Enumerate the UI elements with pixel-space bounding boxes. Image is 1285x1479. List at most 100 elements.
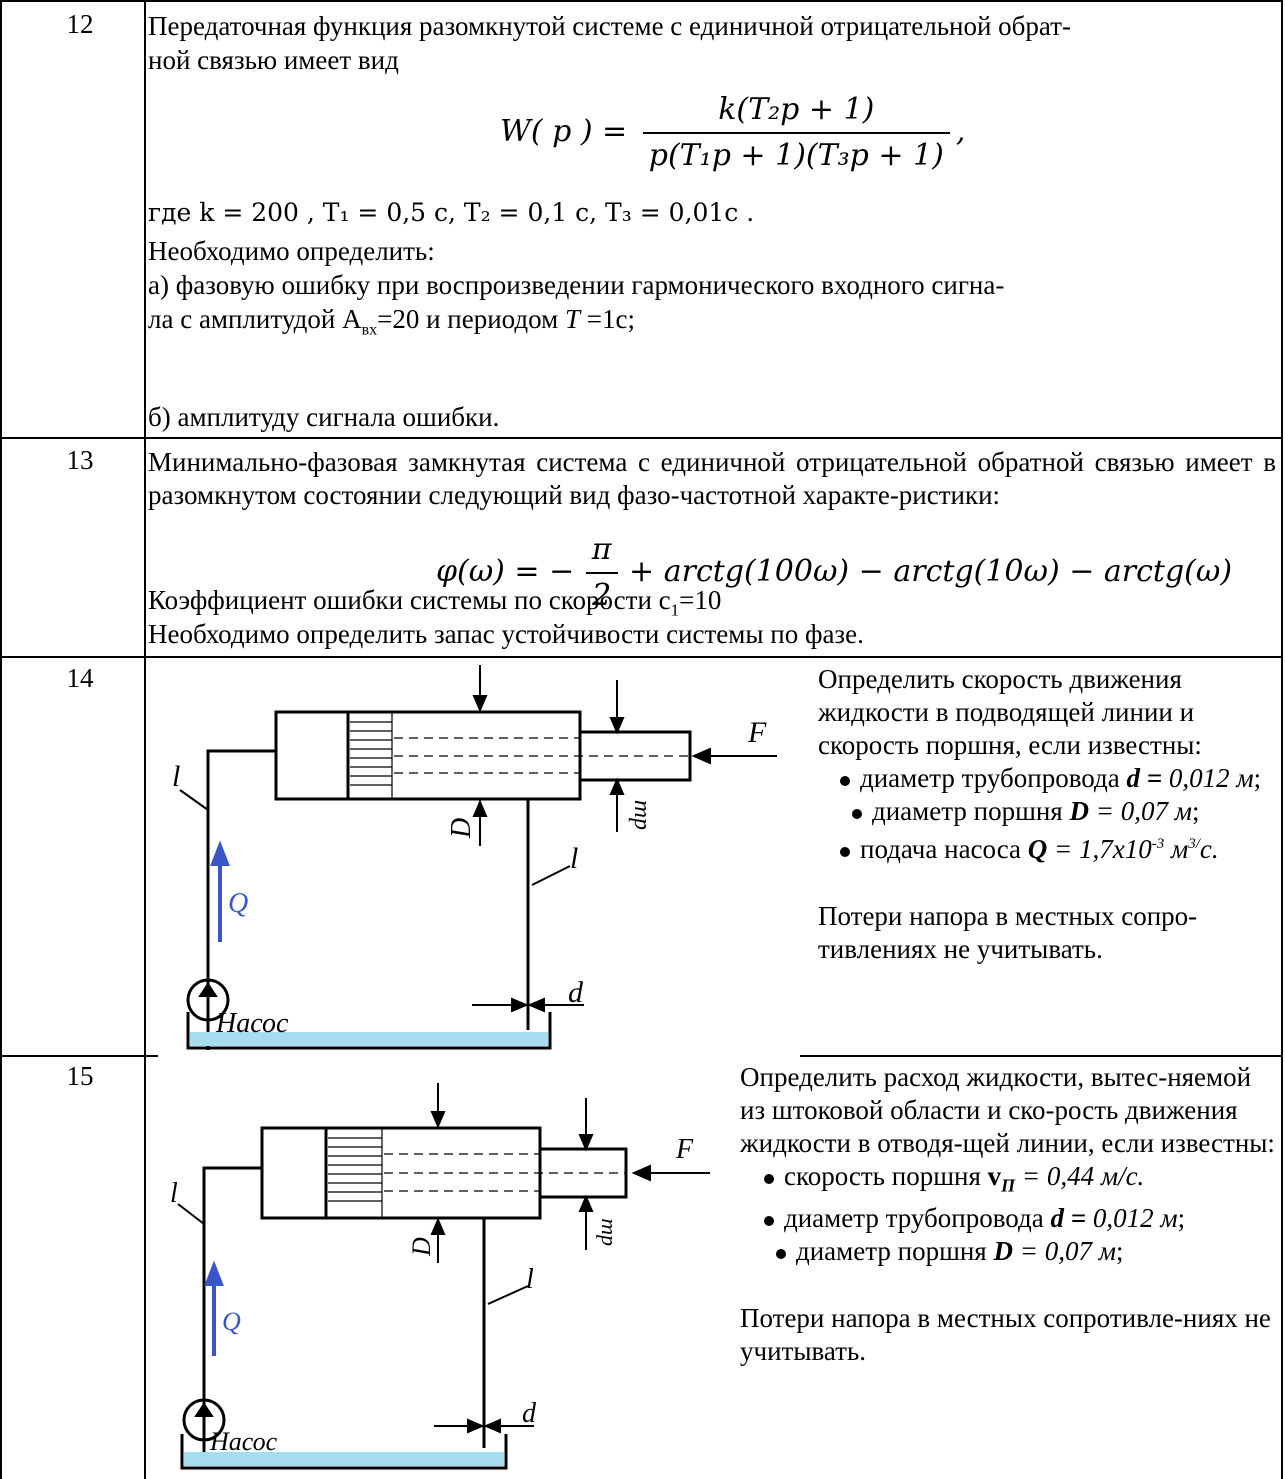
phase-formula-numerator: π [591, 532, 612, 567]
item-a2-prefix: ла с амплитудой А [148, 304, 362, 334]
row-divider-12-13 [0, 437, 1283, 439]
bullet-1-symbol: d = [1126, 763, 1163, 793]
bullet-3-symbol: Q [1027, 834, 1048, 864]
formula-fraction: k(T₂p + 1) p(T₁p + 1)(T₃p + 1) [642, 92, 950, 174]
item-a2-sub: вх [361, 321, 378, 339]
flow-label: Q [222, 1307, 241, 1336]
hydraulic-diagram-14: F l l Q D dш d Насос [172, 665, 777, 1050]
table-right-border [1281, 0, 1283, 1479]
row13-paragraph: Минимально-фазовая замкнутая система с е… [148, 447, 1276, 510]
row15-note: Потери напора в местных сопротивле-ниях … [740, 1303, 1271, 1367]
row-divider-14-15-left [0, 1055, 158, 1057]
row12-need: Необходимо определить: [148, 236, 435, 266]
row14-intro: Определить скорость движения жидкости в … [818, 664, 1202, 760]
bullet-2-end: ; [1177, 1203, 1186, 1234]
row12-params: где k = 200 , T₁ = 0,5 с, T₂ = 0,1 с, T₃… [148, 198, 755, 227]
row13-need: Необходимо определить запас устойчивости… [148, 619, 864, 649]
row15-intro: Определить расход жидкости, вытес-няемой… [740, 1062, 1275, 1158]
force-label: F [747, 716, 767, 749]
row12-item-b: б) амплитуду сигнала ошибки. [148, 402, 500, 432]
table-left-border [0, 0, 2, 1479]
length-label-right: l [526, 1264, 534, 1295]
bullet-2-text: диаметр трубопровода [784, 1203, 1051, 1234]
bullet-2-value: 0,012 м [1092, 1203, 1178, 1234]
flow-label: Q [228, 888, 248, 919]
bullet-3-end: ; [1115, 1236, 1124, 1267]
phase-formula-rhs: + arctg(100ω) − arctg(10ω) − arctg(ω) [629, 554, 1233, 589]
bullet-1-subscript: П [1001, 1175, 1016, 1196]
bullet-3-unit-end: с. [1199, 834, 1219, 864]
bullet-2-value: = 0,07 м [1088, 796, 1192, 826]
bullet-3-symbol: D [993, 1236, 1013, 1267]
row-number-12: 12 [66, 9, 94, 39]
bullet-dot [840, 775, 850, 786]
row14-bullet-3: подача насоса Q = 1,7х10-3 м3/с. [818, 828, 1276, 866]
row15-bullet-2: диаметр трубопровода d = 0,012 м; [740, 1202, 1276, 1235]
item-a2-period-symbol: T [564, 304, 580, 334]
phase-formula-denominator: 2 [585, 572, 618, 614]
pump-label: Насос [215, 1008, 289, 1039]
formula-comma: , [955, 114, 966, 149]
rod-diameter-label: dш [592, 1218, 617, 1246]
bullet-1-end: ; [1253, 763, 1262, 793]
bullet-1-value: 0,012 м [1168, 763, 1254, 793]
bullet-1-text: диаметр трубопровода [860, 763, 1127, 793]
coef-prefix: Коэффициент ошибки системы по скорости с [148, 585, 671, 615]
hydraulic-diagram-15: F l l Q D dш d Насос [170, 1083, 710, 1470]
bullet-3-value: = 0,07 м [1012, 1236, 1116, 1267]
rod-diameter-label: dш [626, 800, 652, 830]
bullet-2-symbol: d = [1050, 1203, 1093, 1234]
row13-coefficient: Коэффициент ошибки системы по скорости с… [148, 584, 721, 626]
bullet-3-text: подача насоса [860, 834, 1028, 864]
row14-bullet-2: диаметр поршня D = 0,07 м; [818, 795, 1276, 828]
row-divider-14-15-right [800, 1055, 1283, 1057]
row12-item-a1: а) фазовую ошибку при воспроизведении га… [148, 270, 1005, 300]
phase-formula-fraction: π 2 [585, 532, 618, 614]
row14-note: Потери напора в местных сопро-тивлениях … [818, 901, 1198, 964]
bullet-1-text: скорость поршня [784, 1161, 988, 1191]
bullet-1-value: = 0,44 м/с. [1015, 1161, 1145, 1191]
row12-item-a2: ла с амплитудой Авх=20 и периодом T =1с; [148, 303, 635, 346]
row15-bullet-1: скорость поршня vП = 0,44 м/с. [740, 1160, 1276, 1202]
pipe-diameter-label: d [522, 1398, 537, 1429]
bullet-3-value: = 1,7х10 [1047, 834, 1152, 864]
length-label-right: l [570, 842, 578, 875]
row14-bullet-1: диаметр трубопровода d = 0,012 м; [818, 762, 1276, 795]
piston-diameter-label: D [446, 818, 477, 839]
bullet-dot [776, 1249, 786, 1260]
row15-bullet-3: диаметр поршня D = 0,07 м; [740, 1235, 1276, 1268]
force-label: F [675, 1134, 694, 1165]
row15-text: Определить расход жидкости, вытес-няемой… [740, 1061, 1276, 1368]
formula-denominator: p(T₁p + 1)(T₃p + 1) [642, 132, 950, 174]
table-top-border [0, 0, 1283, 2]
row-number-13: 13 [66, 445, 94, 475]
item-a2-mid: =20 и периодом [377, 304, 565, 334]
table-column-divider [144, 0, 146, 1479]
length-label-left: l [170, 1178, 178, 1209]
transfer-function-formula: W( p ) = k(T₂p + 1) p(T₁p + 1)(T₃p + 1) … [500, 92, 965, 174]
bullet-3-exponent: -3 [1151, 836, 1165, 852]
item-a2-post: =1с; [580, 304, 635, 334]
pump-label: Насос [209, 1427, 278, 1456]
piston-diameter-label: D [407, 1237, 436, 1257]
formula-lhs: W( p ) = [500, 114, 628, 149]
bullet-dot [840, 846, 850, 857]
coef-post: =10 [679, 585, 722, 615]
row14-text: Определить скорость движения жидкости в … [818, 663, 1276, 966]
bullet-2-text: диаметр поршня [872, 796, 1070, 826]
bullet-dot [764, 1216, 774, 1227]
bullet-2-symbol: D [1069, 796, 1089, 826]
pipe-diameter-label: d [568, 976, 584, 1009]
bullet-1-symbol: v [987, 1161, 1002, 1191]
phase-formula: φ(ω) = − π 2 + arctg(100ω) − arctg(10ω) … [436, 532, 1232, 614]
formula-numerator: k(T₂p + 1) [718, 92, 875, 127]
bullet-2-end: ; [1191, 796, 1200, 826]
bullet-dot [764, 1173, 774, 1184]
coef-sub: 1 [670, 600, 680, 620]
bullet-3-unit-exponent: 3/ [1188, 836, 1200, 852]
row12-line2: ной связью имеет вид [148, 45, 399, 75]
row-number-14: 14 [66, 663, 94, 693]
length-label-left: l [172, 760, 180, 793]
row12-line1: Передаточная функция разомкнутой системе… [148, 11, 1071, 41]
